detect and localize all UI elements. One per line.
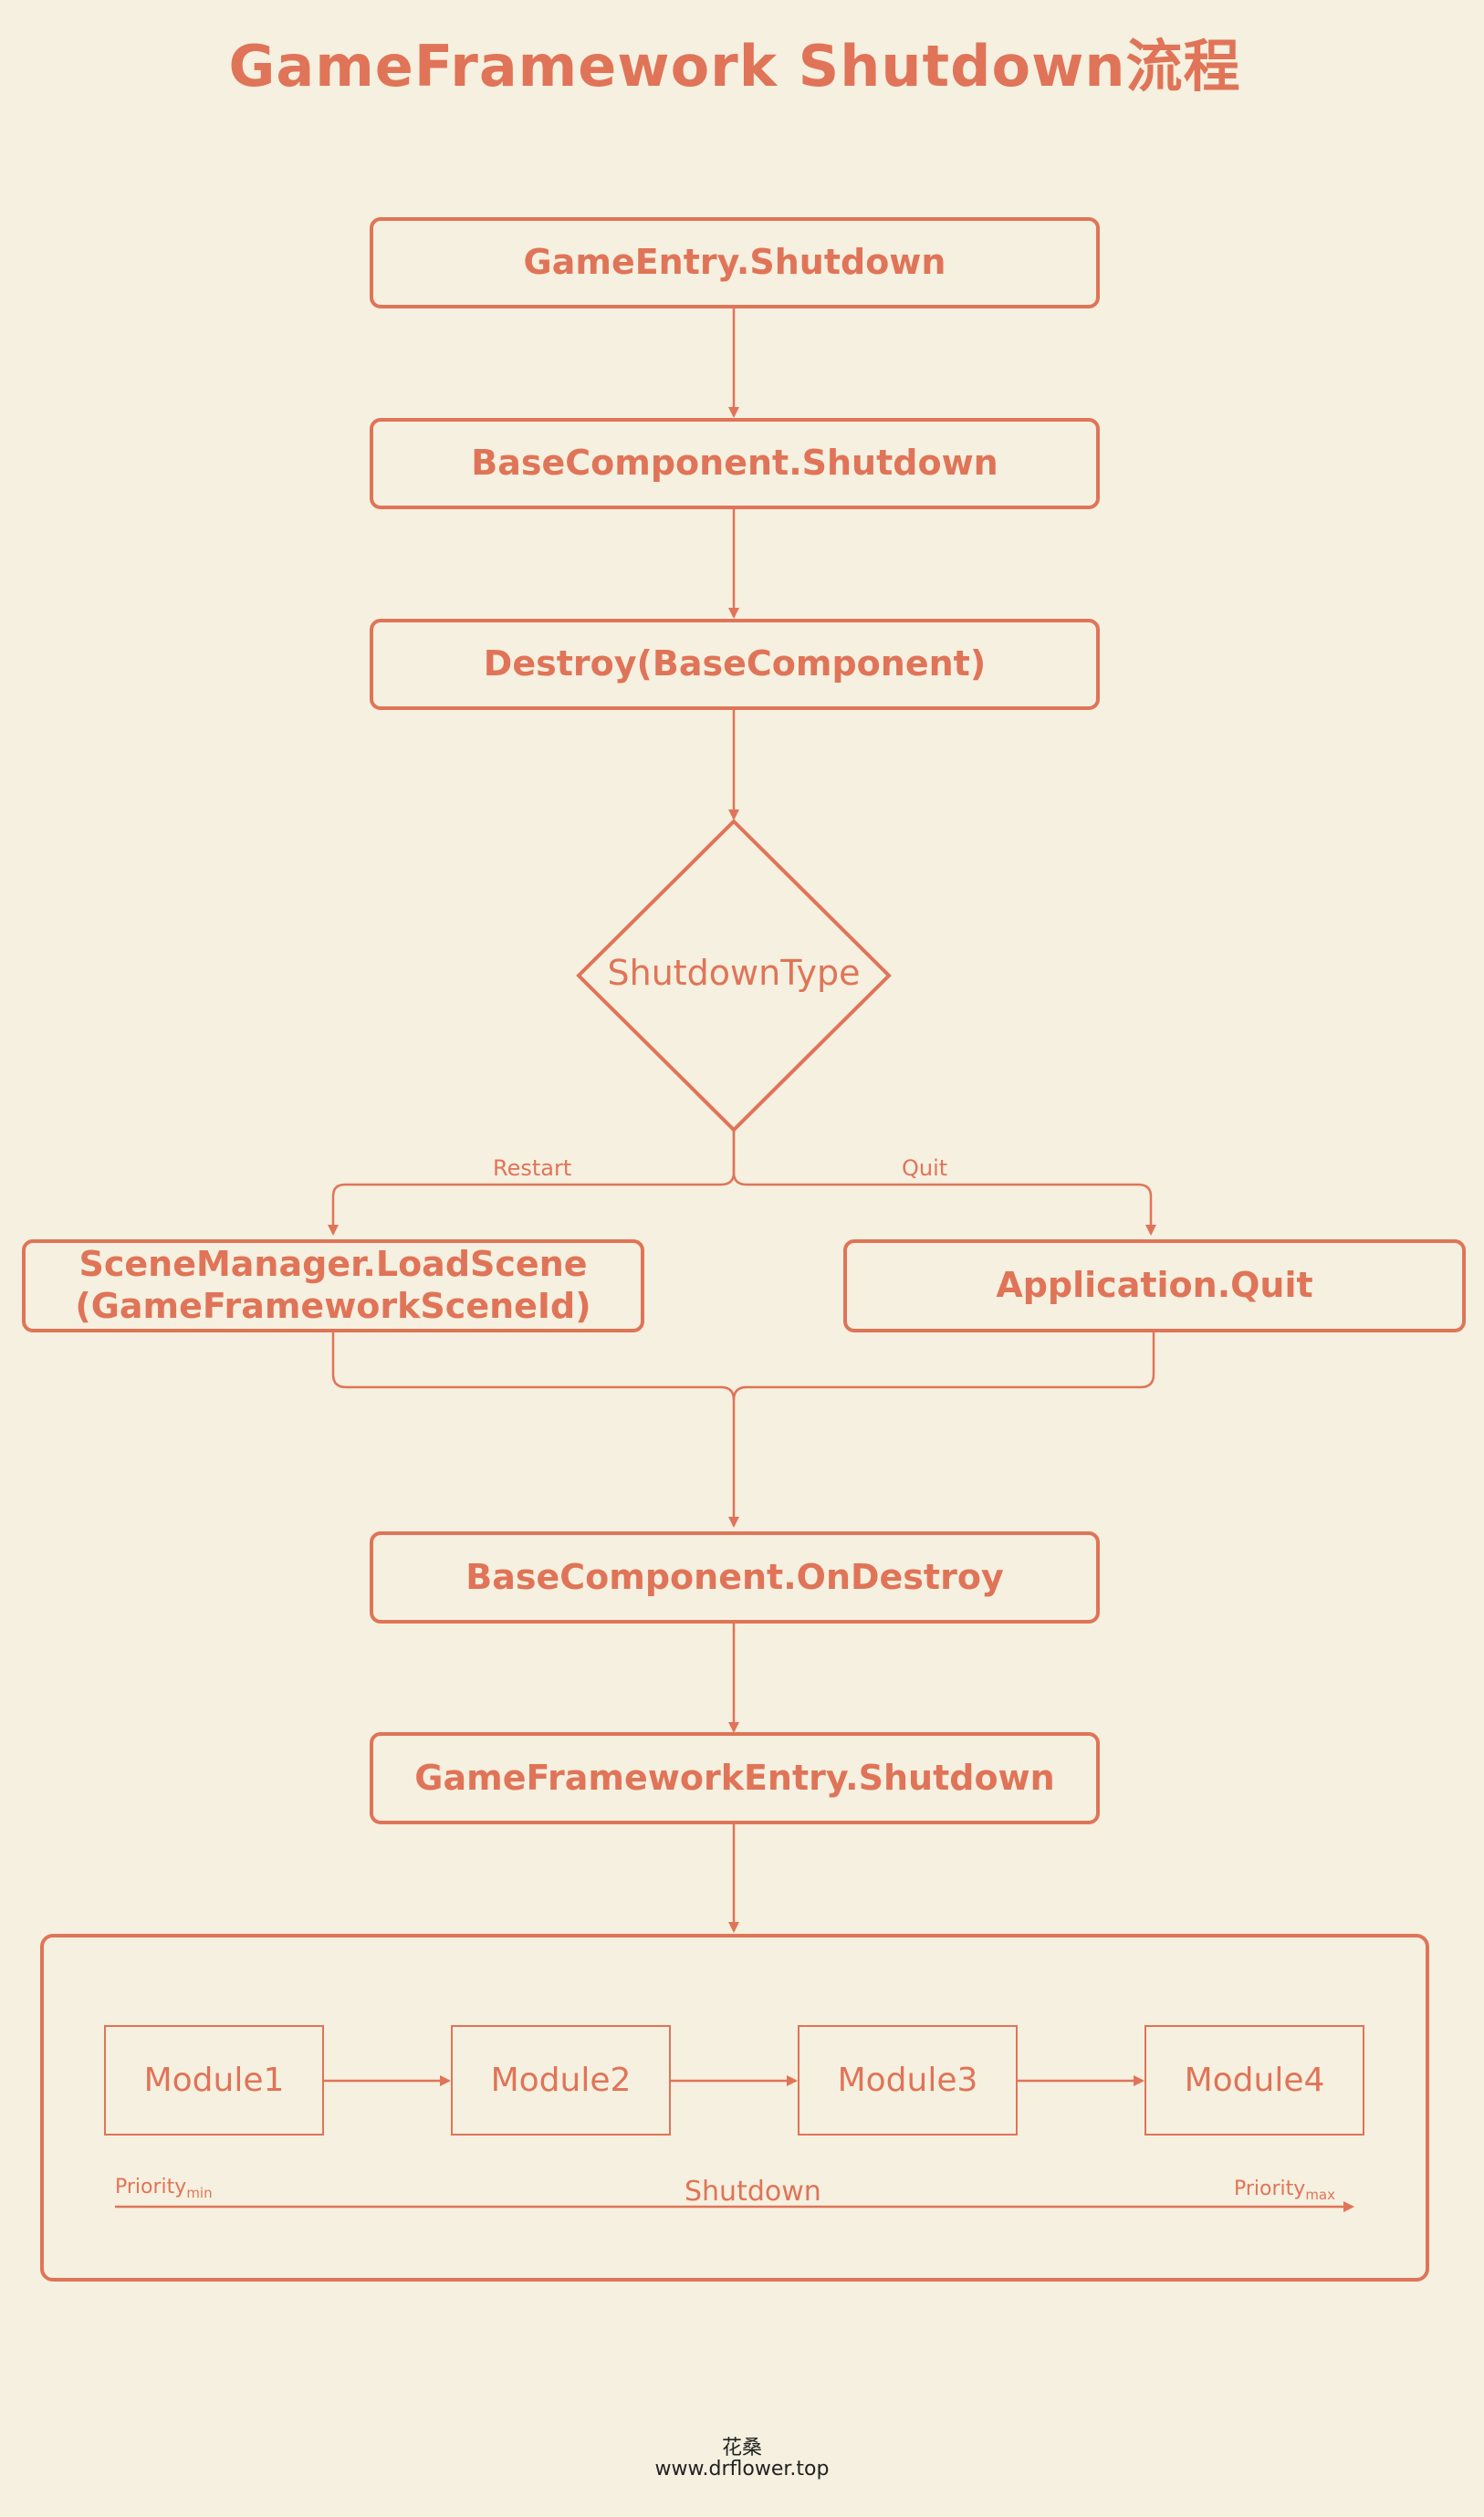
footer-author: 花桑 xyxy=(721,2437,762,2460)
priority-axis-label: Shutdown xyxy=(685,2176,821,2208)
node-destroy-base-component: Destroy(BaseComponent) xyxy=(370,619,1100,710)
edge-merge-left xyxy=(331,1332,739,1528)
priority-min-base: Priority xyxy=(115,2176,187,2198)
priority-min-sub: min xyxy=(186,2185,213,2201)
node-label: BaseComponent.Shutdown xyxy=(471,443,998,484)
footer-site: www.drflower.top xyxy=(654,2458,830,2480)
module-label: Module2 xyxy=(490,2062,632,2099)
edge-label-restart: Restart xyxy=(493,1155,572,1181)
module-label: Module1 xyxy=(143,2062,285,2099)
node-label-line1: SceneManager.LoadScene xyxy=(78,1244,588,1285)
module-box-4: Module4 xyxy=(1144,2025,1364,2136)
priority-max-base: Priority xyxy=(1234,2178,1306,2200)
node-gf-entry-shutdown: GameFrameworkEntry.Shutdown xyxy=(370,1732,1100,1824)
edge-restart xyxy=(328,1130,736,1236)
node-label-line2: (GameFrameworkSceneId) xyxy=(75,1286,591,1326)
modules-container xyxy=(40,1934,1429,2282)
priority-min-label: Prioritymin xyxy=(115,2176,213,2201)
node-label: Destroy(BaseComponent) xyxy=(483,643,987,684)
module-box-3: Module3 xyxy=(798,2025,1018,2136)
module-label: Module4 xyxy=(1184,2062,1325,2099)
node-base-component-shutdown: BaseComponent.Shutdown xyxy=(370,418,1100,509)
edge-merge-right xyxy=(732,1332,1155,1401)
shutdown-type-label: ShutdownType xyxy=(607,953,861,993)
edge-label-quit: Quit xyxy=(902,1155,948,1181)
edge-quit xyxy=(732,1130,1156,1236)
node-game-entry-shutdown: GameEntry.Shutdown xyxy=(370,217,1100,308)
node-label: BaseComponent.OnDestroy xyxy=(465,1556,1004,1597)
priority-max-sub: max xyxy=(1305,2187,1335,2203)
node-label: Application.Quit xyxy=(996,1265,1313,1306)
priority-max-label: Prioritymax xyxy=(1234,2178,1335,2203)
node-base-component-on-destroy: BaseComponent.OnDestroy xyxy=(370,1531,1100,1624)
page-title: GameFramework Shutdown流程 xyxy=(228,33,1241,99)
node-load-scene: SceneManager.LoadScene (GameFrameworkSce… xyxy=(22,1239,644,1332)
module-box-2: Module2 xyxy=(451,2025,671,2136)
module-box-1: Module1 xyxy=(104,2025,324,2136)
node-label: GameEntry.Shutdown xyxy=(523,242,946,283)
node-label: GameFrameworkEntry.Shutdown xyxy=(414,1757,1055,1798)
node-application-quit: Application.Quit xyxy=(843,1239,1466,1332)
module-label: Module3 xyxy=(837,2062,978,2099)
